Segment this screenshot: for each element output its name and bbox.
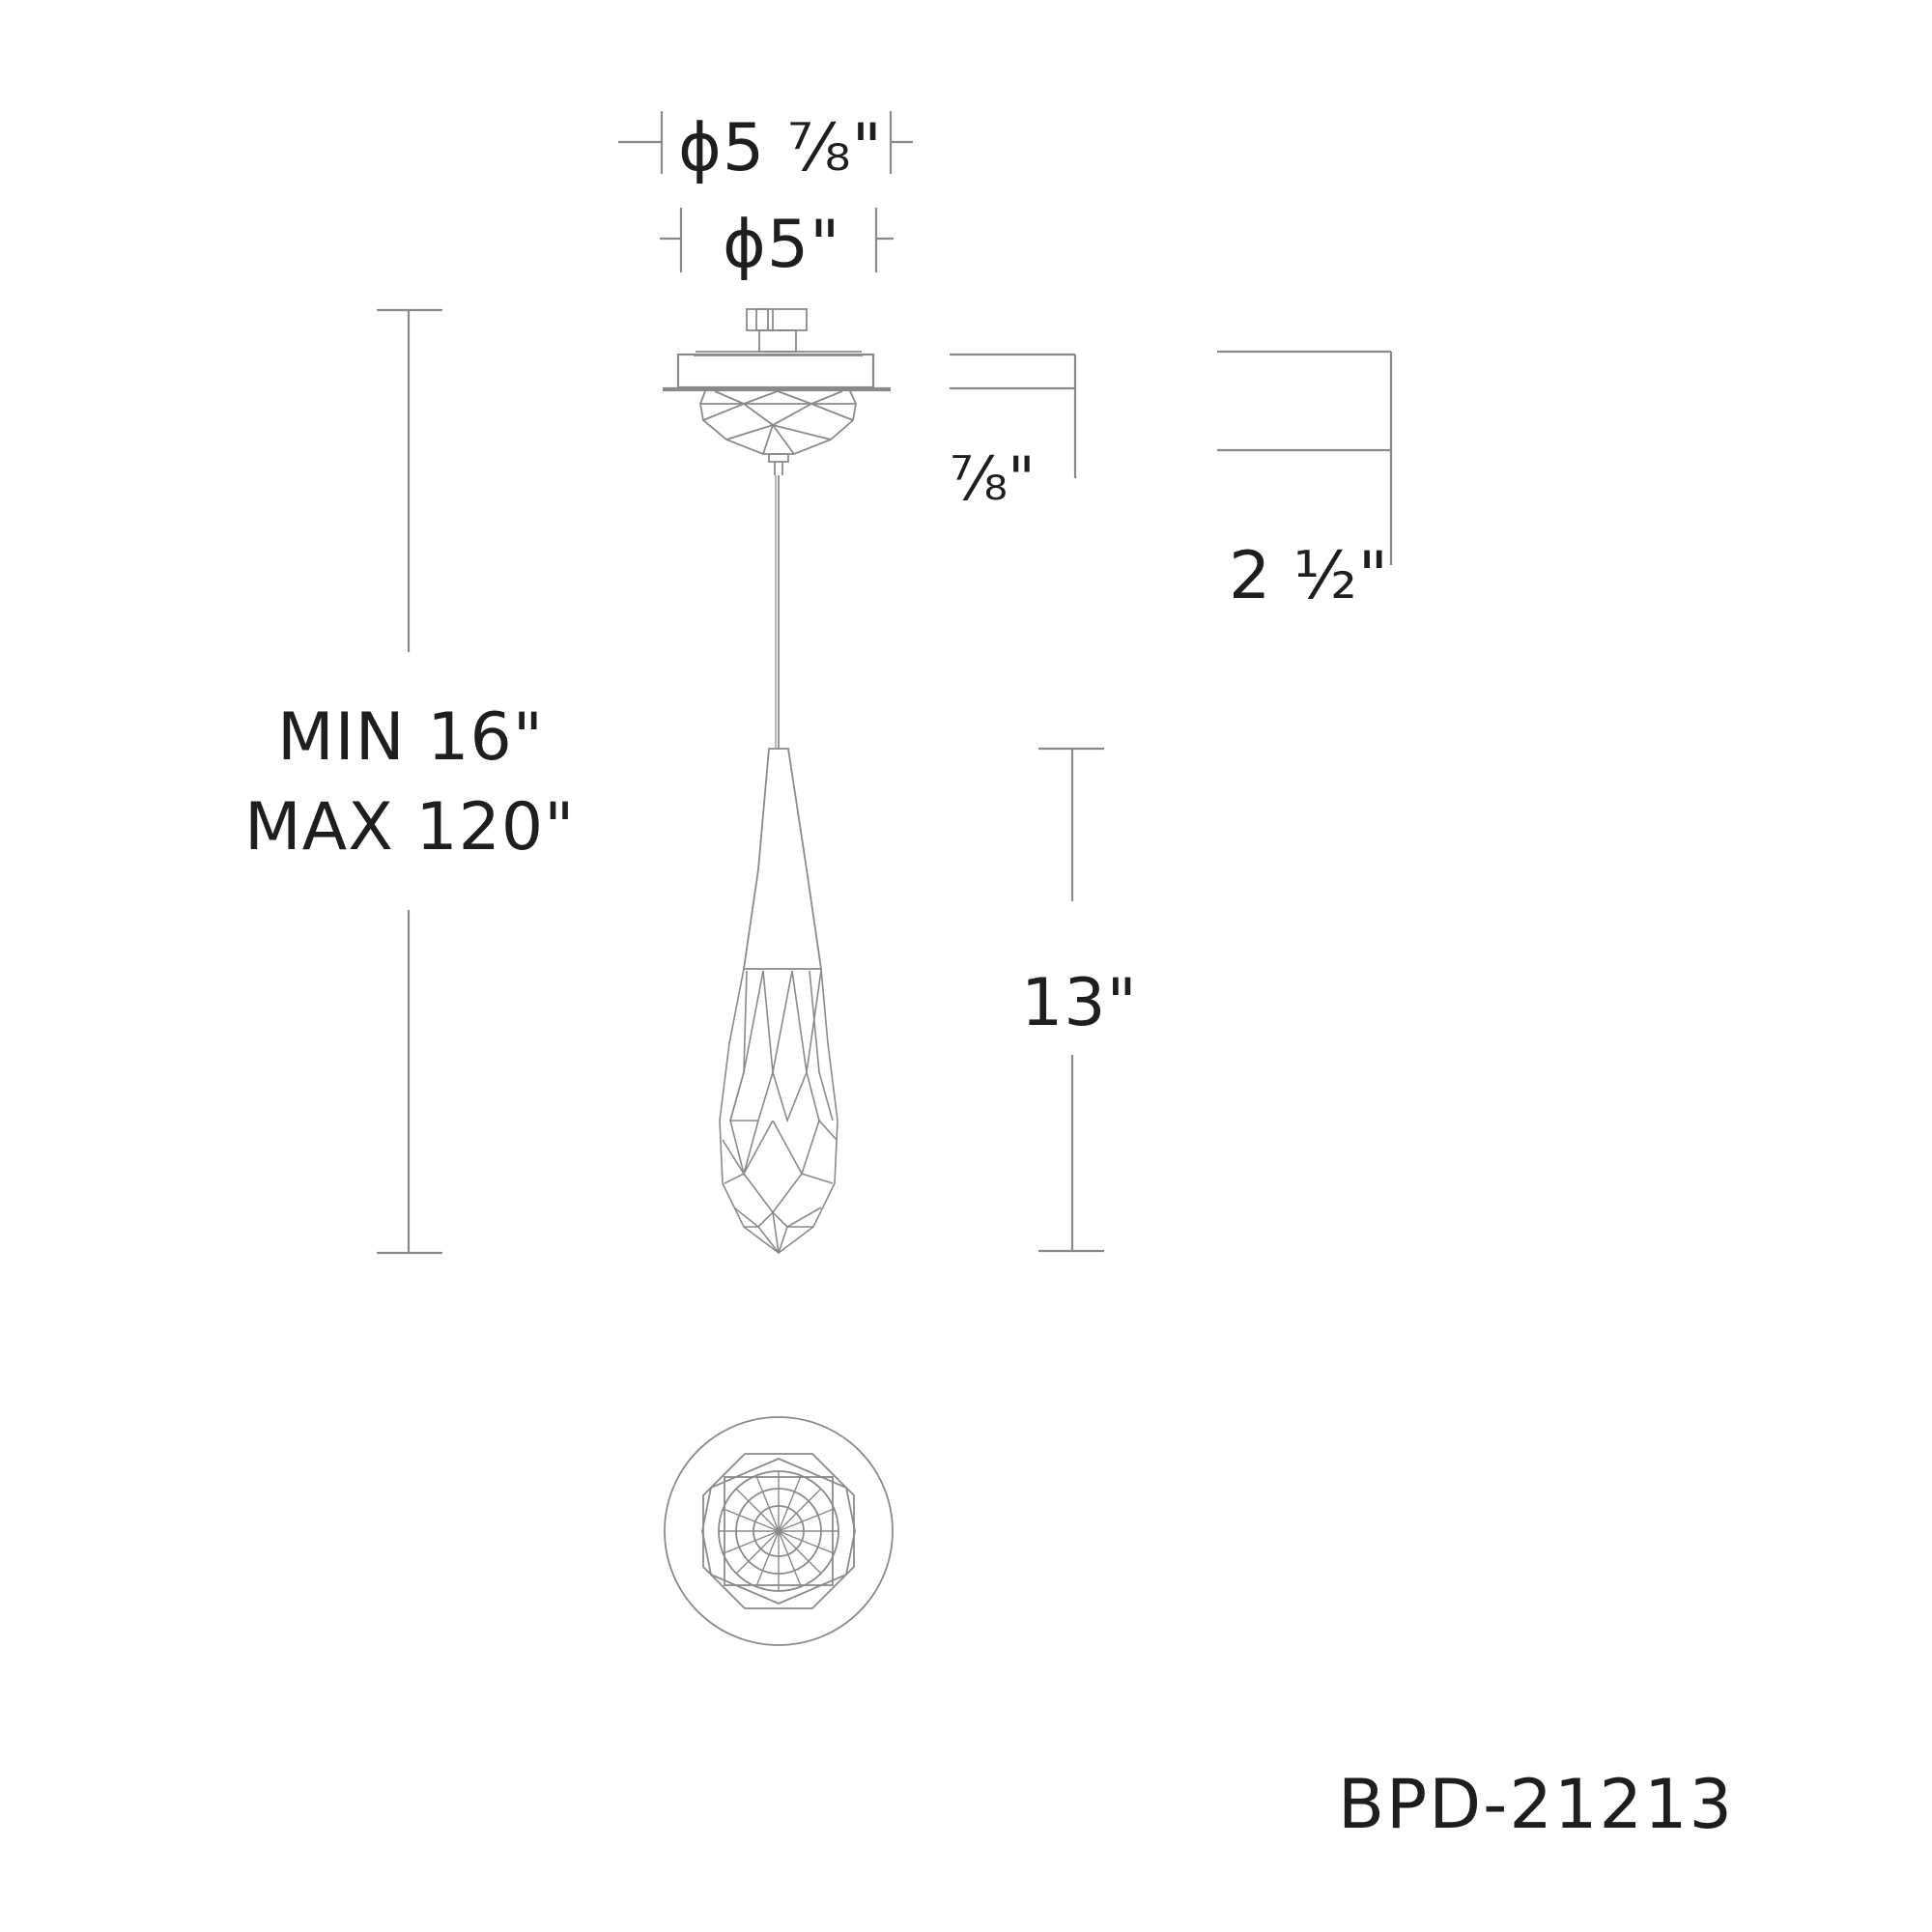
dimension-line-shade-height — [1038, 747, 1104, 1253]
outer-diameter-label: ϕ5 ⅞" — [678, 110, 883, 186]
mounting-bracket — [694, 308, 863, 356]
overall-height-min-label: MIN 16" — [277, 699, 545, 776]
canopy-plate — [663, 353, 891, 392]
overall-height-max-label: MAX 120" — [244, 789, 576, 866]
dimension-line-canopy-height — [1217, 350, 1393, 565]
dimension-line-plate-height — [950, 353, 1077, 478]
inner-diameter-label: ϕ5" — [723, 207, 841, 283]
plan-view — [664, 1416, 894, 1646]
canopy-height-label: 2 ½" — [1229, 538, 1390, 614]
shade-height-label: 13" — [1021, 965, 1138, 1041]
faceted-canopy-cap — [699, 390, 857, 475]
dimension-line-overall-height — [377, 308, 442, 1255]
model-number: BPD-21213 — [1338, 1765, 1735, 1844]
tapered-shade-neck — [742, 748, 823, 970]
dimension-line-outer-diameter — [618, 111, 913, 174]
dimension-line-inner-diameter — [660, 208, 894, 272]
faceted-crystal-shade — [719, 968, 838, 1255]
plate-height-label: ⅞" — [950, 443, 1036, 514]
